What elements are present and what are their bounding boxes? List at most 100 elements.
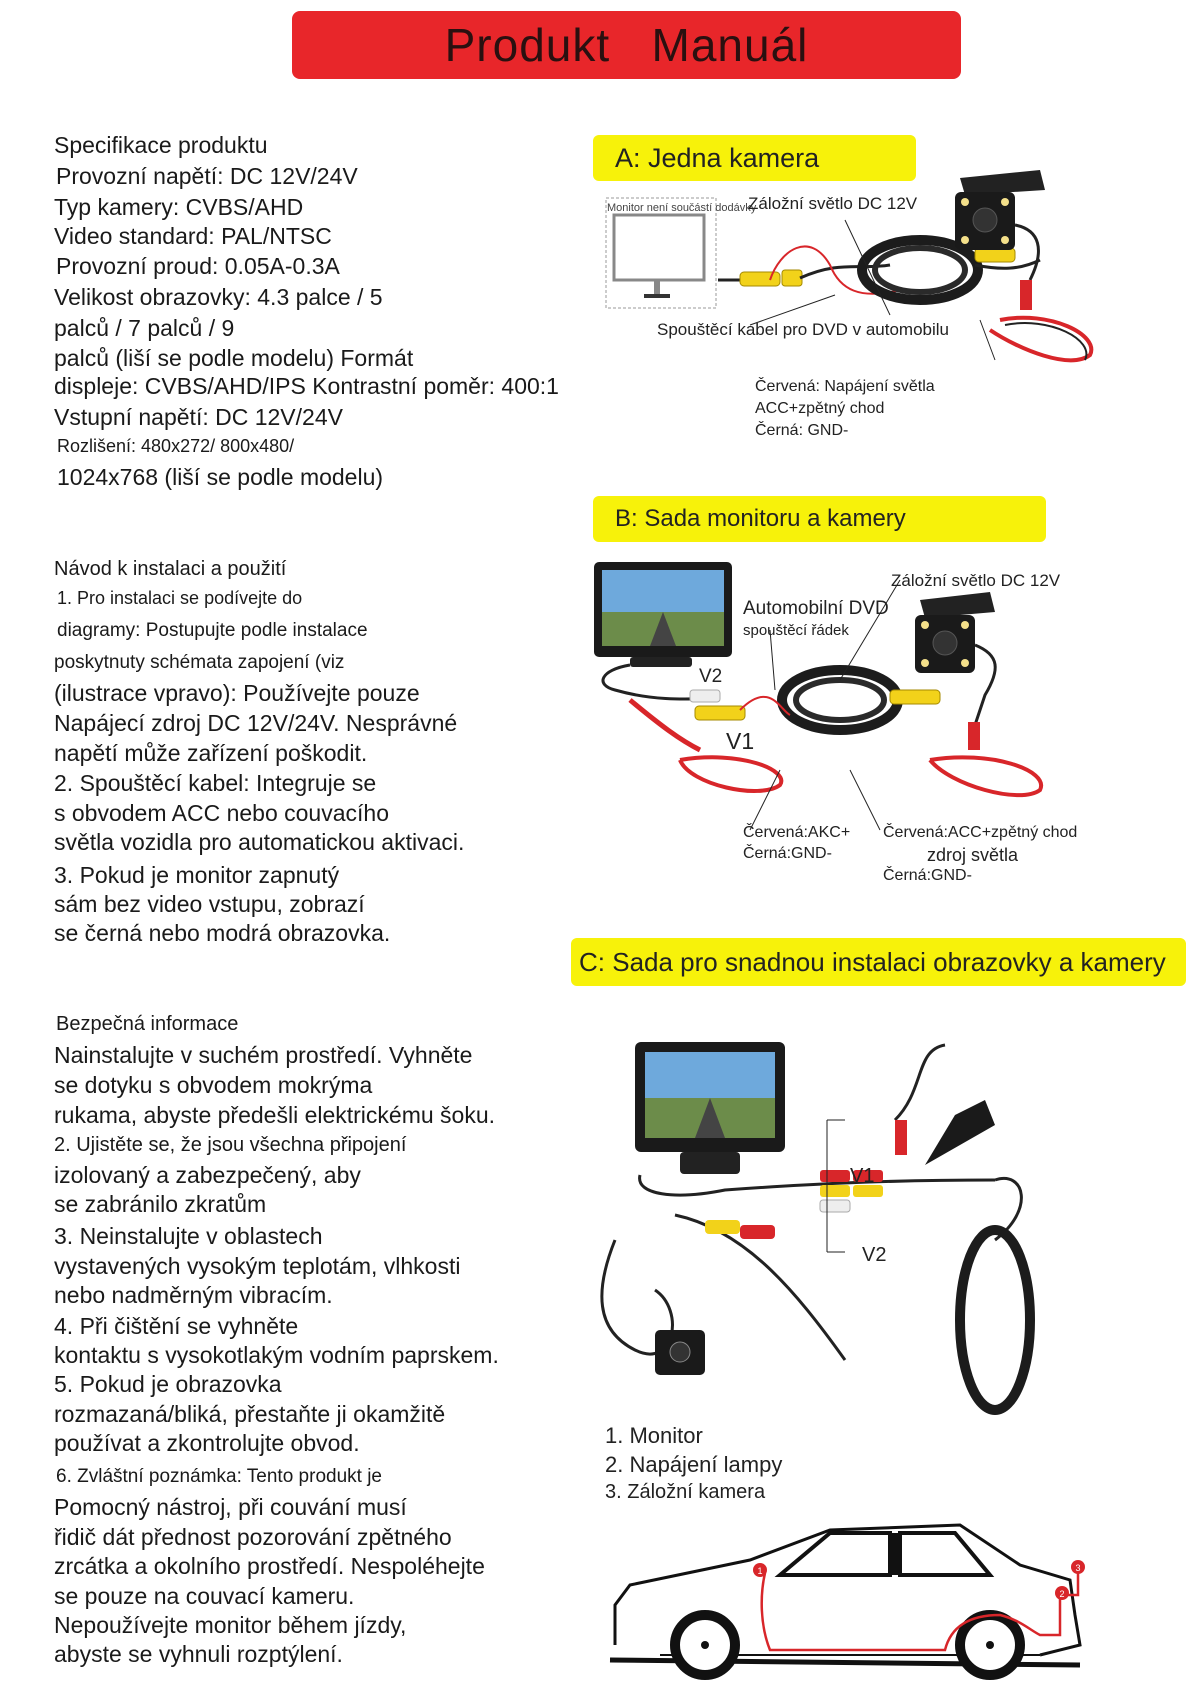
cable-coil-icon	[955, 1225, 1035, 1415]
diagram-c-heading: C: Sada pro snadnou instalaci obrazovky …	[571, 938, 1186, 986]
safety-line: se pouze na couvací kameru.	[54, 1583, 355, 1609]
spec-line: Vstupní napětí: DC 12V/24V	[54, 404, 343, 430]
cable-coil-icon	[857, 235, 983, 305]
spec-line: palců (liší se podle modelu) Formát	[54, 345, 414, 371]
safety-line: nebo nadměrným vibracím.	[54, 1282, 333, 1308]
install-line: 1. Pro instalaci se podívejte do	[57, 588, 303, 608]
safety-line: 2. Ujistěte se, že jsou všechna připojen…	[54, 1134, 407, 1156]
install-line: sám bez video vstupu, zobrazí	[54, 891, 365, 917]
spec-line: displeje: CVBS/AHD/IPS Kontrastní poměr:…	[54, 373, 559, 399]
safety-line: rozmazaná/bliká, přestaňte ji okamžitě	[54, 1401, 446, 1427]
trigger-line-label: spouštěcí řádek	[743, 622, 849, 639]
camera-icon	[955, 170, 1045, 250]
monitor-icon	[594, 562, 732, 667]
safety-line: 5. Pokud je obrazovka	[54, 1371, 282, 1397]
car-wiring-illustration: 1 2 3	[609, 1523, 1085, 1680]
diagram-a-heading: A: Jedna kamera	[593, 135, 916, 181]
safety-line: se zabránilo zkratům	[54, 1191, 267, 1217]
safety-line: Nainstalujte v suchém prostředí. Vyhněte	[54, 1042, 473, 1068]
v1-label: V1	[726, 728, 755, 754]
camera-icon	[655, 1330, 705, 1375]
camera-icon	[915, 592, 995, 673]
marker-1-icon: 1	[753, 1563, 767, 1577]
marker-2-icon: 2	[1055, 1586, 1069, 1600]
safety-line: Nepoužívejte monitor během jízdy,	[54, 1612, 407, 1638]
legend-item: 1. Monitor	[605, 1423, 703, 1448]
power-plug-icon	[893, 1043, 995, 1165]
trigger-cable-label: Spouštěcí kabel pro DVD v automobilu	[657, 320, 949, 339]
diagram-b-heading-text: B: Sada monitoru a kamery	[615, 505, 906, 532]
safety-line: Pomocný nástroj, při couvání musí	[54, 1494, 407, 1520]
install-heading: Návod k instalaci a použití	[54, 558, 287, 580]
rca-connector-icon	[820, 1185, 850, 1197]
safety-line: vystavených vysokým teplotám, vlhkosti	[54, 1253, 461, 1279]
black-wire-label: Černá: GND-	[755, 422, 849, 439]
safety-line: se dotyku s obvodem mokrýma	[54, 1072, 373, 1098]
legend-item: 3. Záložní kamera	[605, 1481, 766, 1503]
safety-line: zrcátka a okolního prostředí. Nespoléhej…	[54, 1553, 485, 1579]
backup-light-label: Záložní světlo DC 12V	[748, 194, 918, 213]
install-line: napětí může zařízení poškodit.	[54, 740, 368, 766]
install-line: 2. Spouštěcí kabel: Integruje se	[54, 770, 377, 796]
v1-label: V1	[850, 1165, 875, 1187]
legend-item: 2. Napájení lampy	[605, 1452, 783, 1477]
safety-line: izolovaný a zabezpečený, aby	[54, 1162, 361, 1188]
diagram-c-heading-text: C: Sada pro snadnou instalaci obrazovky …	[579, 946, 1166, 977]
svg-text:3: 3	[1075, 1563, 1080, 1573]
left-black-label: Černá:GND-	[743, 845, 832, 862]
install-line: poskytnuty schémata zapojení (viz	[54, 652, 345, 673]
v2-label: V2	[699, 666, 723, 687]
install-line: (ilustrace vpravo): Používejte pouze	[54, 680, 420, 706]
rca-connector-icon	[739, 271, 781, 287]
safety-line: řidič dát přednost pozorování zpětného	[54, 1524, 452, 1550]
safety-heading: Bezpečná informace	[56, 1013, 239, 1035]
title-banner: Produkt Manuál	[292, 11, 961, 79]
safety-line: abyste se vyhnuli rozptýlení.	[54, 1641, 343, 1667]
monitor-icon	[635, 1042, 785, 1174]
spec-line: Provozní proud: 0.05A-0.3A	[56, 253, 340, 279]
left-red-label: Červená:AKC+	[743, 824, 851, 841]
spec-line: Typ kamery: CVBS/AHD	[54, 194, 304, 220]
install-line: Napájecí zdroj DC 12V/24V. Nesprávné	[54, 710, 458, 736]
install-line: 3. Pokud je monitor zapnutý	[54, 862, 340, 888]
spec-line: Velikost obrazovky: 4.3 palce / 5	[54, 284, 383, 310]
spec-line: Rozlišení: 480x272/ 800x480/	[57, 436, 295, 456]
diagram-c-illustration	[600, 1042, 1035, 1415]
marker-3-icon: 3	[1071, 1560, 1085, 1574]
car-dvd-label: Automobilní DVD	[743, 598, 889, 619]
right-black-label: Černá:GND-	[883, 867, 972, 884]
v2-label: V2	[862, 1244, 887, 1266]
monitor-outline-icon	[605, 197, 717, 309]
red-wire-label: Červená: Napájení světla	[755, 378, 935, 395]
safety-line: kontaktu s vysokotlakým vodním paprskem.	[54, 1342, 499, 1368]
spec-line: 1024x768 (liší se podle modelu)	[57, 464, 384, 490]
diagram-a-illustration	[605, 170, 1094, 363]
safety-line: rukama, abyste předešli elektrickému šok…	[54, 1102, 496, 1128]
safety-line: 3. Neinstalujte v oblastech	[54, 1223, 323, 1249]
acc-label: ACC+zpětný chod	[755, 400, 885, 417]
right-red-label: Červená:ACC+zpětný chod	[883, 824, 1078, 841]
install-line: světla vozidla pro automatickou aktivaci…	[54, 829, 465, 855]
spec-heading: Specifikace produktu	[54, 132, 268, 158]
spec-line: Provozní napětí: DC 12V/24V	[56, 163, 358, 189]
safety-line: 4. Při čištění se vyhněte	[54, 1313, 299, 1339]
install-line: diagramy: Postupujte podle instalace	[57, 620, 368, 641]
spec-line: palců / 7 palců / 9	[54, 315, 235, 341]
spec-line: Video standard: PAL/NTSC	[54, 223, 332, 249]
svg-text:2: 2	[1059, 1589, 1064, 1599]
diagram-b-illustration	[594, 562, 1044, 831]
safety-line: 6. Zvláštní poznámka: Tento produkt je	[56, 1466, 382, 1487]
page-title: Produkt Manuál	[444, 19, 809, 71]
rca-connector-icon	[694, 705, 746, 721]
light-source-label: zdroj světla	[927, 845, 1019, 865]
red-wire-icon	[769, 245, 901, 295]
install-line: se černá nebo modrá obrazovka.	[54, 920, 391, 946]
backup-light-label: Záložní světlo DC 12V	[891, 571, 1061, 590]
safety-line: používat a zkontrolujte obvod.	[54, 1430, 360, 1456]
diagram-a-heading-text: A: Jedna kamera	[615, 142, 820, 173]
diagram-b-heading: B: Sada monitoru a kamery	[593, 496, 1046, 542]
monitor-not-included-note: Monitor není součástí dodávky	[607, 202, 757, 214]
svg-text:1: 1	[757, 1566, 762, 1576]
wiring-route-icon	[760, 1570, 1080, 1652]
install-line: s obvodem ACC nebo couvacího	[54, 800, 389, 826]
